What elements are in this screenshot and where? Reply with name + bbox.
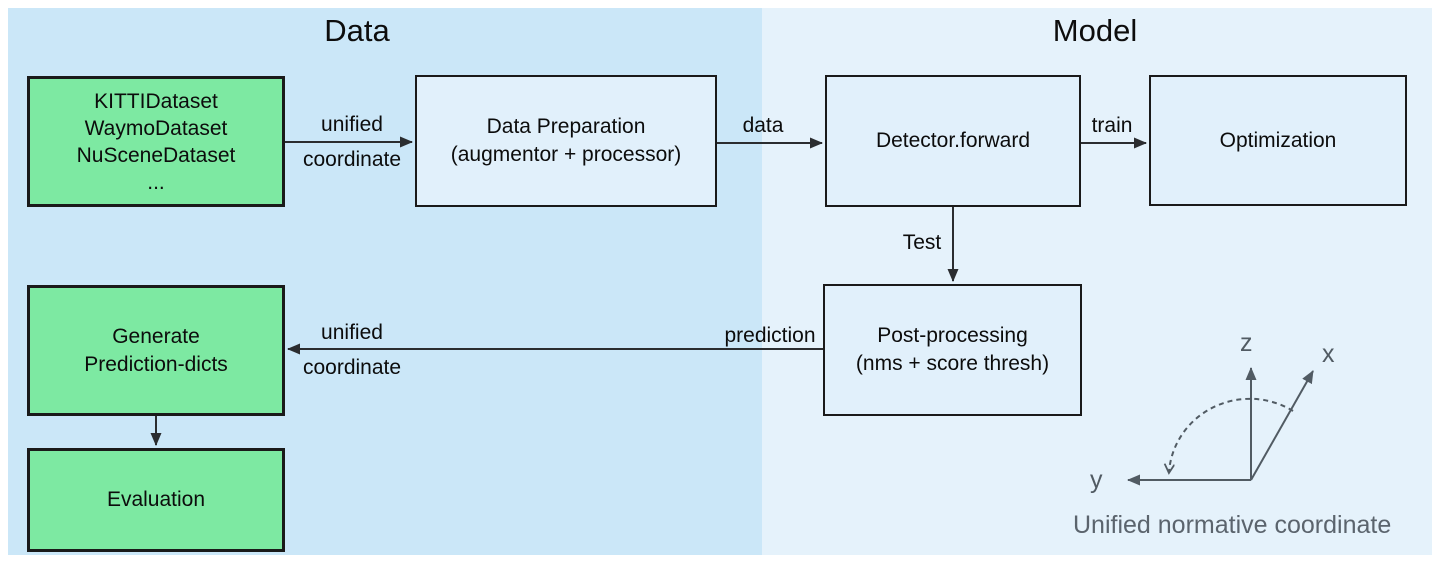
datasets-line-4: ... (147, 170, 165, 194)
z-axis-label: z (1240, 329, 1253, 357)
label-test: Test (902, 231, 942, 254)
label-prediction: prediction (724, 324, 816, 347)
post-processing-box: Post-processing (nms + score thresh) (823, 284, 1082, 416)
post-processing-line-2: (nms + score thresh) (855, 352, 1050, 375)
evaluation-label: Evaluation (106, 488, 206, 511)
generate-line-1: Generate (112, 324, 200, 348)
generate-line-2: Prediction-dicts (84, 352, 228, 376)
label-coordinate-top: coordinate (302, 148, 402, 171)
y-axis-label: y (1090, 466, 1103, 494)
evaluation-box: Evaluation (27, 448, 285, 552)
data-preparation-line-1: Data Preparation (486, 115, 646, 138)
post-processing-line-1: Post-processing (877, 324, 1028, 347)
data-section-title: Data (324, 13, 390, 48)
datasets-line-2: WaymoDataset (84, 116, 228, 140)
label-unified-bottom: unified (321, 321, 383, 344)
detector-forward-box: Detector.forward (825, 75, 1081, 207)
x-axis-label: x (1322, 340, 1335, 368)
label-train: train (1091, 114, 1133, 137)
optimization-label: Optimization (1219, 128, 1337, 152)
coordinate-sketch-caption: Unified normative coordinate (1073, 511, 1392, 539)
detector-forward-label: Detector.forward (875, 129, 1031, 152)
data-preparation-line-2: (augmentor + processor) (450, 143, 682, 166)
label-unified-top: unified (321, 113, 383, 136)
optimization-box: Optimization (1149, 75, 1407, 206)
datasets-line-3: NuSceneDataset (76, 143, 236, 167)
datasets-line-1: KITTIDataset (94, 89, 218, 113)
data-preparation-box: Data Preparation (augmentor + processor) (415, 75, 717, 207)
label-coordinate-bottom: coordinate (302, 356, 402, 379)
generate-prediction-dicts-box: Generate Prediction-dicts (27, 285, 285, 416)
datasets-box: KITTIDataset WaymoDataset NuSceneDataset… (27, 76, 285, 207)
label-data: data (742, 114, 784, 137)
model-section-title: Model (1052, 13, 1138, 48)
